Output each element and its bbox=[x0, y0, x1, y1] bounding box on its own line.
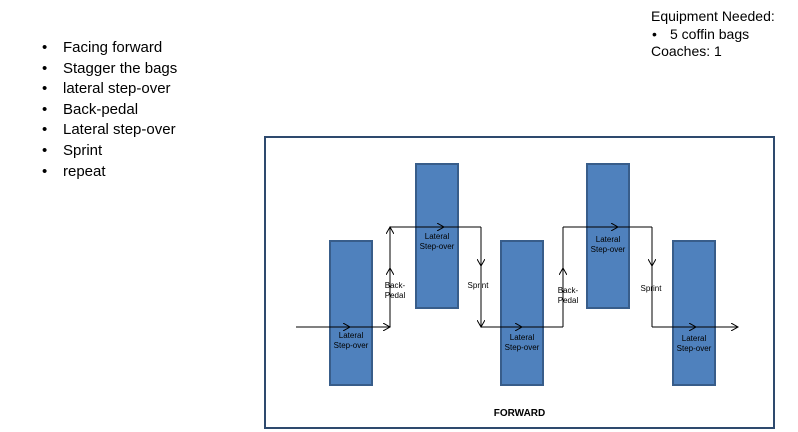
label-backpedal-1: Back- Pedal bbox=[384, 281, 406, 300]
coffin-bag-4 bbox=[586, 163, 630, 309]
forward-label: FORWARD bbox=[493, 408, 546, 419]
step-item: Stagger the bags bbox=[40, 59, 177, 80]
label-lateral-2: Lateral Step-over bbox=[419, 232, 455, 251]
drill-steps-list: Facing forward Stagger the bags lateral … bbox=[40, 38, 177, 182]
step-item: Lateral step-over bbox=[40, 120, 177, 141]
movement-path bbox=[296, 138, 773, 427]
equipment-title: Equipment Needed: bbox=[651, 8, 775, 24]
label-lateral-4: Lateral Step-over bbox=[590, 235, 626, 254]
label-backpedal-2: Back- Pedal bbox=[557, 286, 579, 305]
label-lateral-1: Lateral Step-over bbox=[333, 331, 369, 350]
step-item: lateral step-over bbox=[40, 79, 177, 100]
coffin-bag-5 bbox=[672, 240, 716, 386]
coffin-bag-3 bbox=[500, 240, 544, 386]
drill-diagram: Lateral Step-over Lateral Step-over Late… bbox=[264, 136, 775, 429]
label-sprint-2: Sprint bbox=[640, 284, 662, 293]
label-sprint-1: Sprint bbox=[467, 281, 489, 290]
coaches-count: Coaches: 1 bbox=[651, 43, 722, 59]
label-lateral-5: Lateral Step-over bbox=[676, 334, 712, 353]
step-item: Sprint bbox=[40, 141, 177, 162]
coffin-bag-1 bbox=[329, 240, 373, 386]
step-item: Facing forward bbox=[40, 38, 177, 59]
step-item: Back-pedal bbox=[40, 100, 177, 121]
equipment-item: 5 coffin bags bbox=[651, 26, 775, 44]
step-item: repeat bbox=[40, 162, 177, 183]
equipment-panel: Equipment Needed: 5 coffin bags Coaches:… bbox=[651, 8, 775, 61]
label-lateral-3: Lateral Step-over bbox=[504, 333, 540, 352]
coffin-bag-2 bbox=[415, 163, 459, 309]
